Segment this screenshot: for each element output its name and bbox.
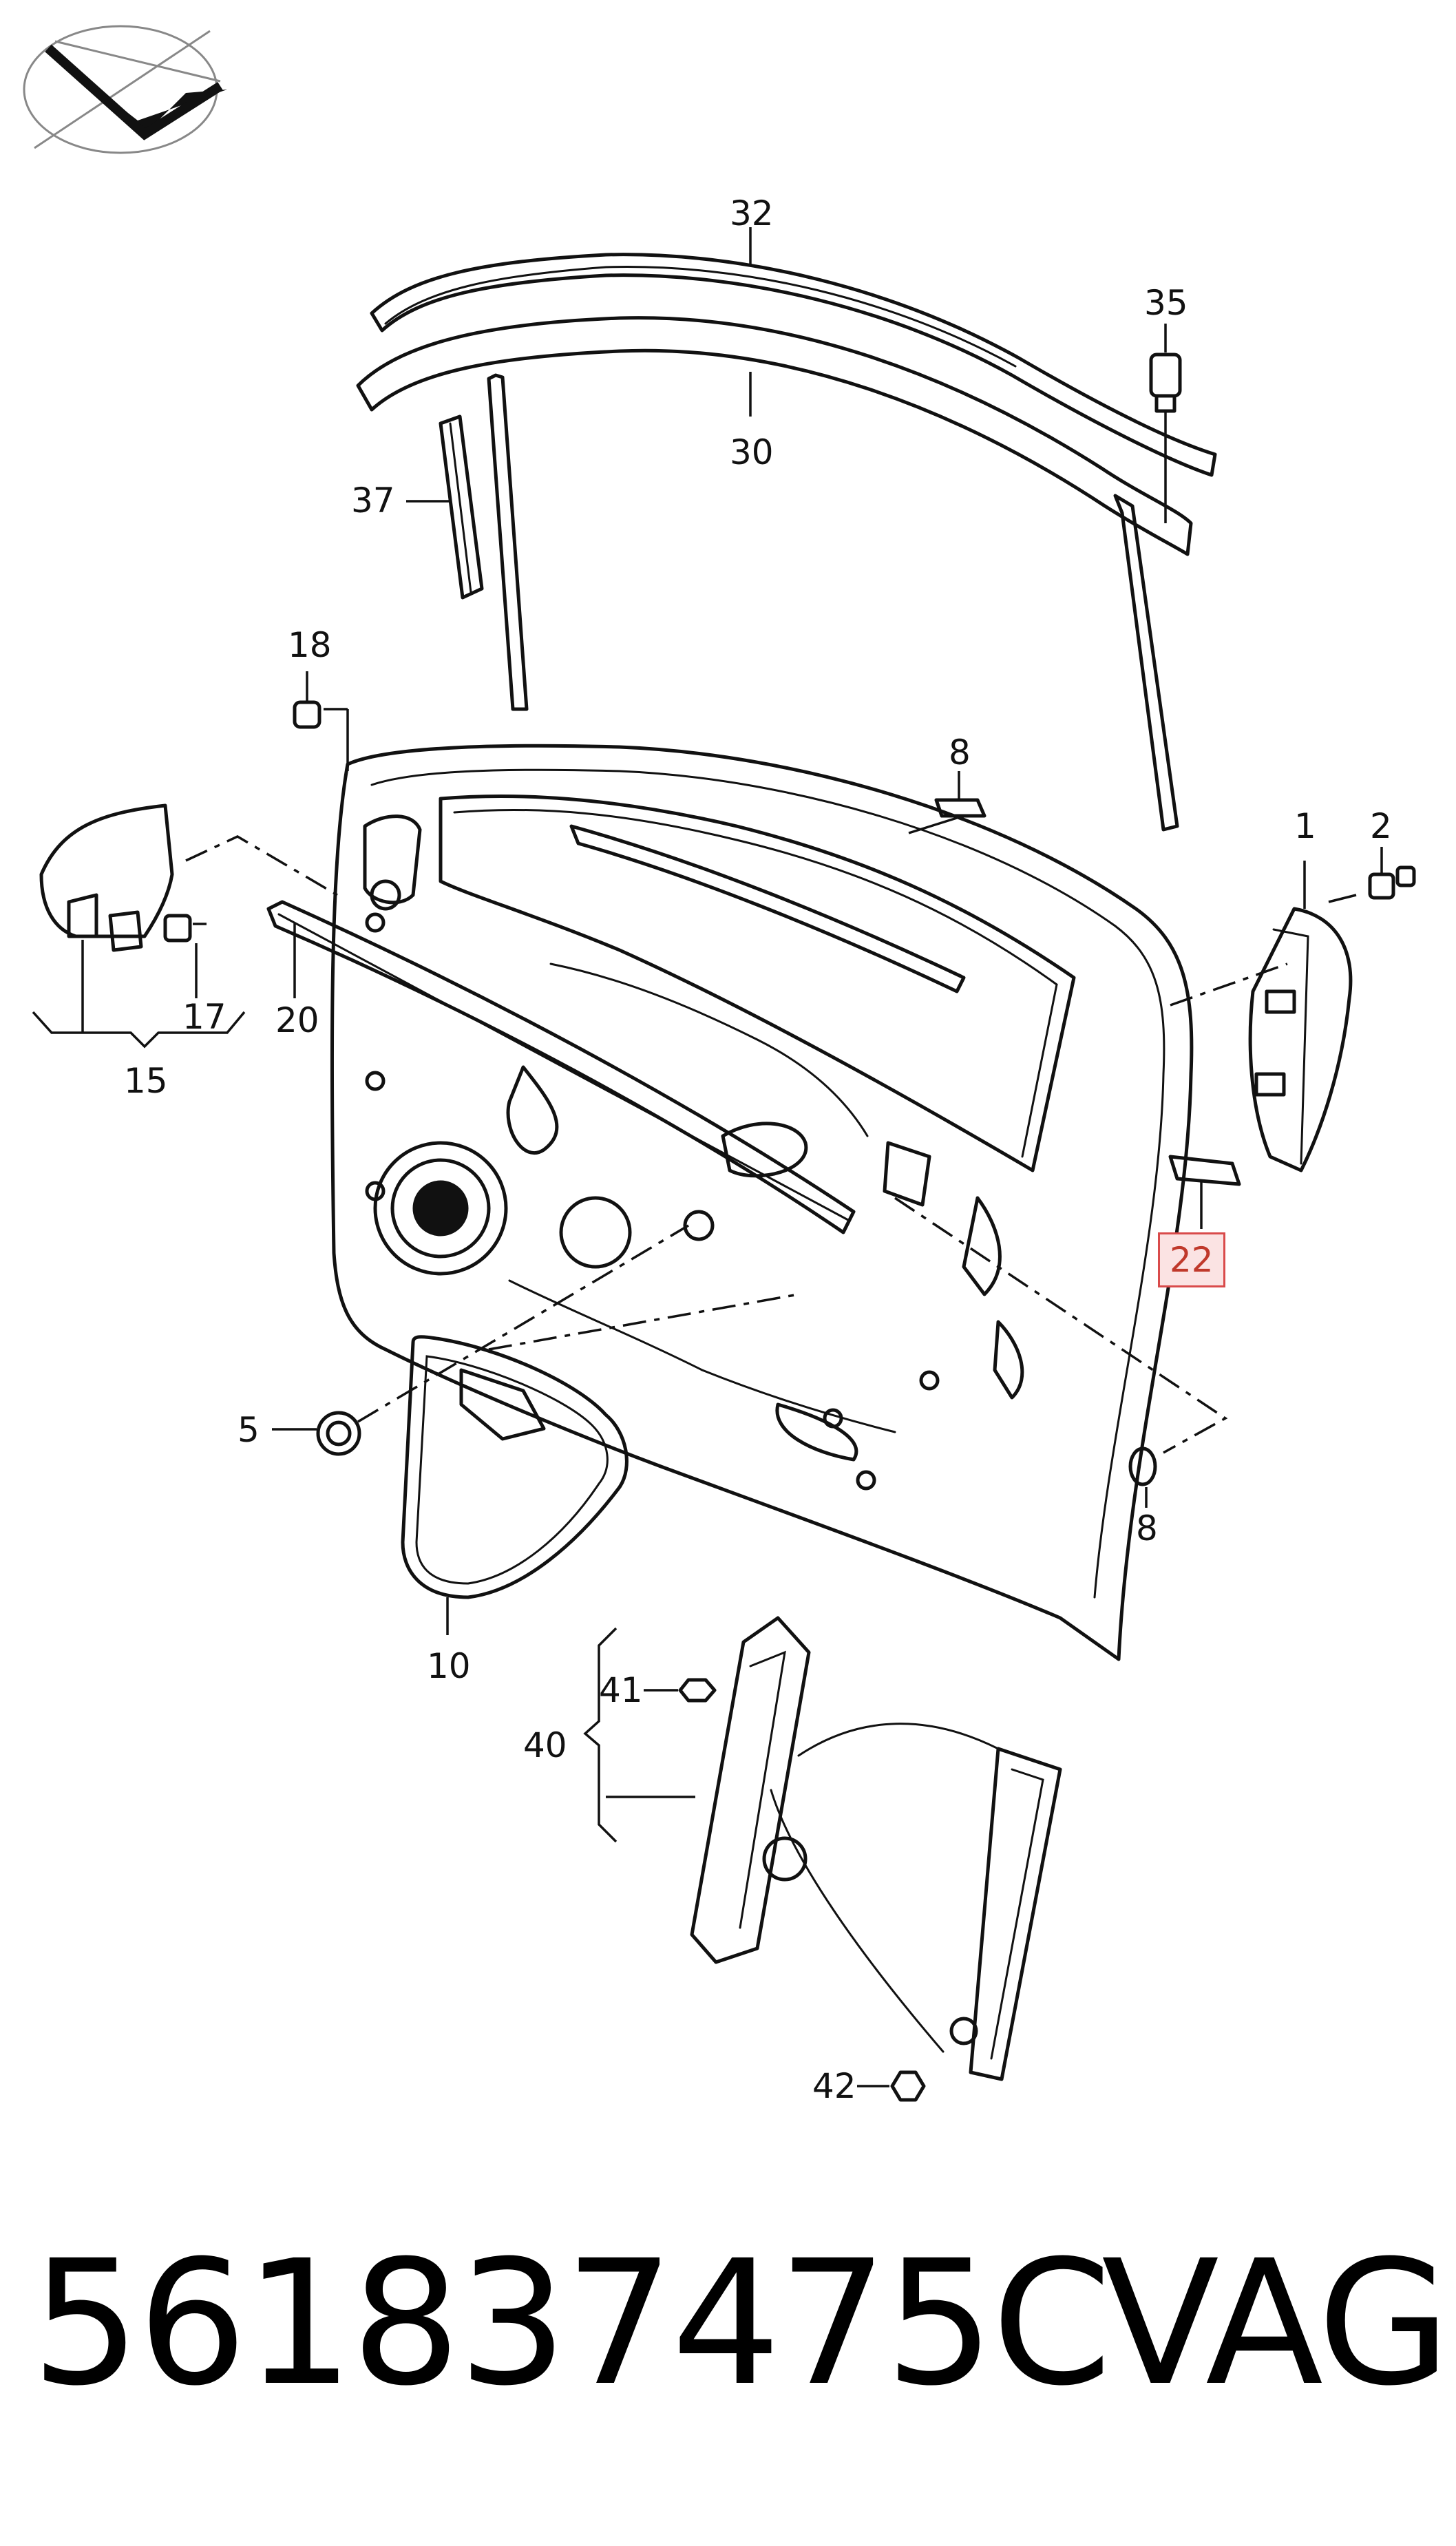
callout-41: 41 — [599, 1670, 643, 1710]
callout-30: 30 — [730, 432, 774, 472]
callout-35: 35 — [1144, 283, 1188, 323]
part-number-text: 561837475C — [31, 2223, 1112, 2423]
brand-text: VAG — [1101, 2223, 1450, 2423]
callout-18: 18 — [288, 625, 332, 665]
part-22-trim-bar — [1168, 1155, 1241, 1229]
part-15-mirror-trim — [32, 803, 338, 1049]
part-10-seal-frame — [401, 1293, 799, 1635]
callout-8-bottom: 8 — [1136, 1508, 1158, 1548]
callout-5: 5 — [238, 1410, 260, 1450]
part-35-clip — [1149, 324, 1182, 523]
part-5-grommet — [272, 1224, 689, 1456]
callout-20: 20 — [275, 1000, 319, 1040]
part-8-plug — [894, 1197, 1228, 1508]
callout-17: 17 — [182, 997, 226, 1037]
part-18-screw — [293, 671, 349, 771]
part-20-rail-strip — [266, 900, 856, 1234]
direction-arrow-logo-icon — [23, 25, 227, 154]
callout-2: 2 — [1370, 806, 1392, 846]
callout-15: 15 — [124, 1061, 168, 1101]
door-inner-panel — [330, 744, 1194, 1661]
part-37-seal-strip — [406, 414, 484, 600]
callout-32: 32 — [730, 193, 774, 233]
part-1-bracket — [1170, 847, 1416, 1172]
callout-37: 37 — [351, 481, 395, 520]
callout-8-top: 8 — [949, 733, 971, 772]
callout-40: 40 — [523, 1725, 567, 1765]
part-32-upper-seal — [370, 227, 1217, 477]
callout-10: 10 — [427, 1646, 471, 1686]
callout-42: 42 — [812, 2066, 856, 2106]
part-40-window-regulator — [583, 1616, 1062, 2102]
callout-1: 1 — [1294, 806, 1316, 846]
part-30-window-channel — [356, 316, 1193, 832]
callout-22-highlighted: 22 — [1158, 1232, 1225, 1287]
